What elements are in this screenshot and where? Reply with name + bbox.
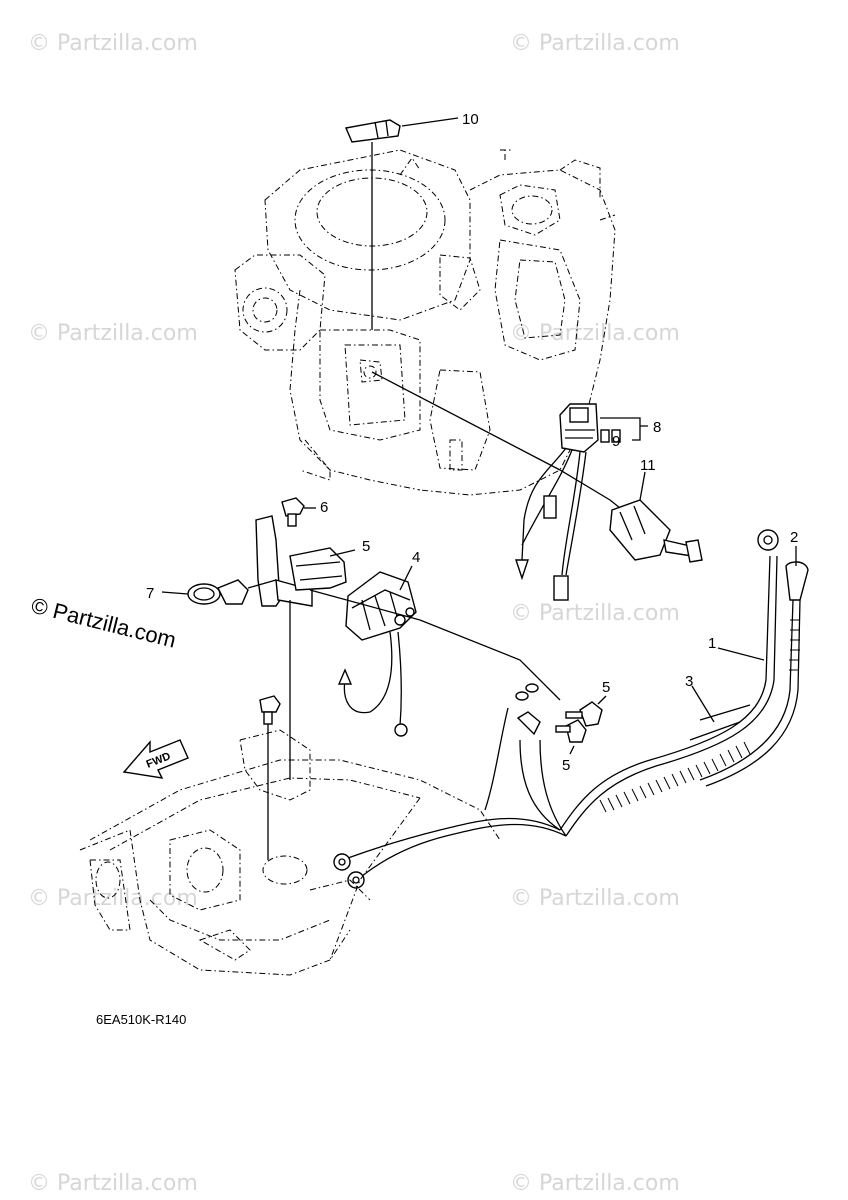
callout-6: 5 [362, 538, 370, 555]
diagram-code: 6EA510K-R140 [96, 1012, 186, 1027]
part-10-terminal [600, 429, 621, 443]
callout-5a: 5 [602, 679, 610, 696]
assembly-line-8 [247, 579, 277, 589]
watermark: © Partzilla.com [28, 886, 198, 911]
sensor-wires [515, 447, 587, 601]
watermark: © Partzilla.com [510, 886, 680, 911]
callout-9: 8 [653, 419, 661, 436]
watermark: © Partzilla.com [28, 1171, 198, 1196]
callout-1: 1 [708, 635, 716, 652]
leader-line-6 [329, 549, 356, 557]
ground-terminals [515, 683, 541, 736]
watermark: © Partzilla.com [28, 321, 198, 346]
mount-bolt [259, 695, 281, 725]
leader-line-1 [717, 647, 765, 661]
partzilla-watermark: © Partzilla.com [29, 593, 179, 653]
corrugated-sleeve [599, 619, 800, 813]
rectifier-wires [337, 631, 408, 737]
watermark: © Partzilla.com [510, 601, 680, 626]
watermark: © Partzilla.com [28, 31, 198, 56]
bracket-9-10 [600, 417, 648, 441]
leader-line-8 [161, 591, 189, 595]
callout-10: 9 [612, 433, 620, 450]
fwd-arrow-icon: FWD [122, 739, 189, 779]
leader-line-11 [639, 471, 646, 501]
battery-cable-harness [333, 529, 809, 889]
callout-8: 7 [146, 585, 154, 602]
callout-3: 3 [685, 673, 693, 690]
assembly-line-4 [309, 589, 561, 701]
callout-5b: 5 [562, 757, 570, 774]
leader-line-3 [691, 685, 715, 723]
part-5-bolts [555, 701, 603, 743]
callout-7: 6 [320, 499, 328, 516]
callout-12: 10 [462, 111, 479, 128]
part-12-clip [345, 119, 401, 143]
part-8-clamp [187, 579, 249, 605]
callout-11: 11 [640, 457, 656, 474]
part-9-connector [559, 403, 599, 453]
watermark: © Partzilla.com [510, 31, 680, 56]
leader-line-4 [399, 565, 413, 591]
callout-4: 4 [412, 549, 420, 566]
lower-cowling-outline [79, 729, 501, 976]
engine-block-outline [234, 148, 616, 496]
watermarks: © Partzilla.com © Partzilla.com © Partzi… [28, 31, 680, 1196]
part-7-bolt [281, 497, 305, 527]
part-6-bracket-plate [255, 515, 347, 607]
leader-line-12 [401, 117, 459, 127]
callout-2: 2 [790, 529, 798, 546]
part-11-bracket [609, 499, 703, 563]
leader-line-5b [569, 745, 575, 755]
part-4-rectifier [345, 571, 417, 641]
watermark: © Partzilla.com [510, 1171, 680, 1196]
leader-line-5a [597, 695, 607, 705]
watermark: © Partzilla.com [510, 321, 680, 346]
